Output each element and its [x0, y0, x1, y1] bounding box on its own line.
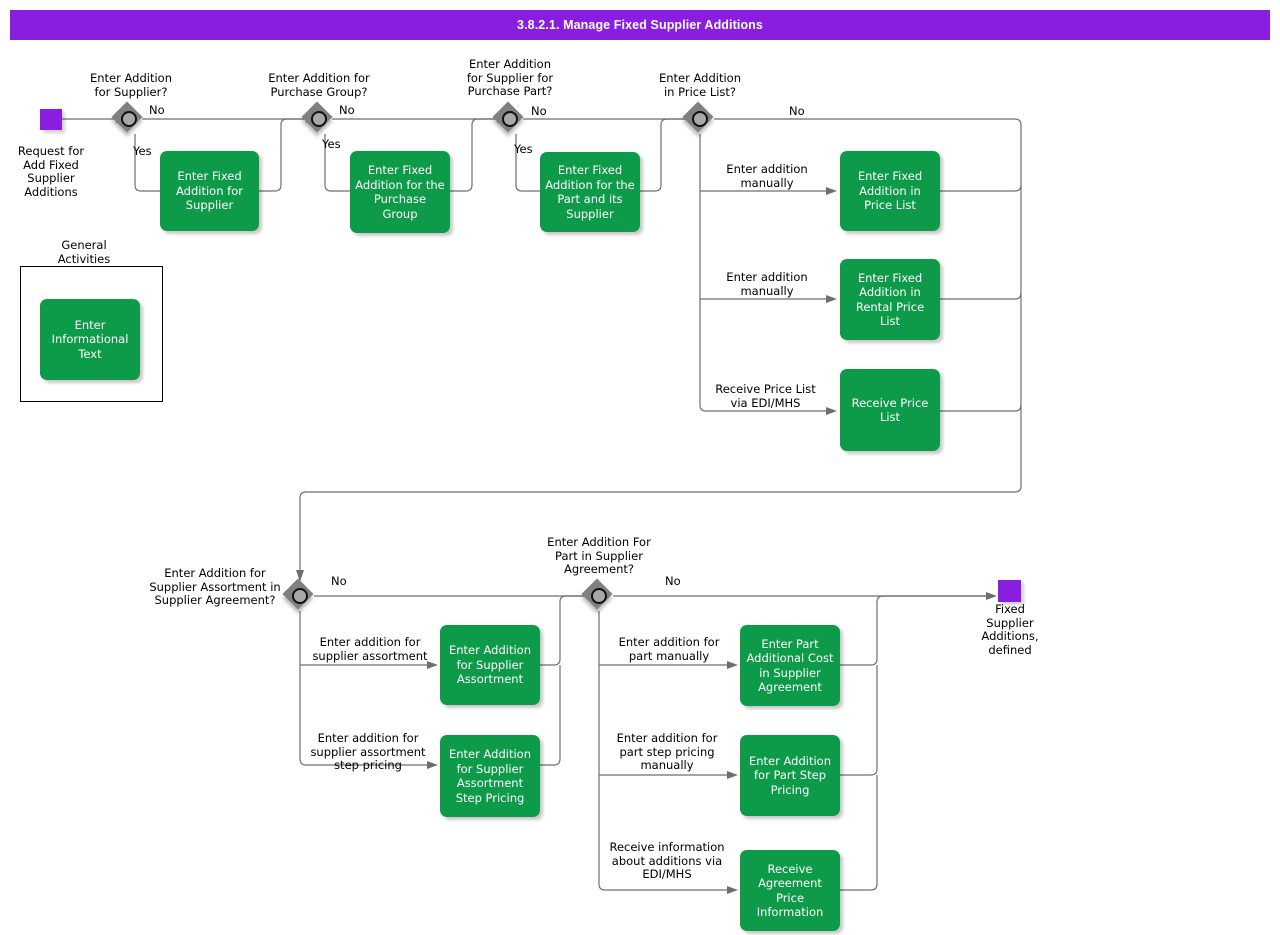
- decision-4[interactable]: [682, 101, 715, 134]
- decision-6-label: Enter Addition For Part in Supplier Agre…: [547, 535, 651, 576]
- decision-1-yes-label: Yes: [133, 144, 152, 158]
- decision-6-no-label: No: [665, 574, 681, 588]
- edge-label-enter-addition-for-supplier-assortment-step-pricing: Enter addition for supplier assortment s…: [310, 731, 426, 772]
- edge-label-enter-addition-for-part-manually: Enter addition for part manually: [618, 635, 720, 663]
- decision-5[interactable]: [282, 578, 315, 611]
- edge-label-receive-information-about-additions-via-edi-mhs: Receive information about additions via …: [609, 840, 725, 881]
- end-node-label: Fixed Supplier Additions, defined: [981, 602, 1039, 657]
- decision-ring-icon: [292, 588, 308, 604]
- page-title-bar: 3.8.2.1. Manage Fixed Supplier Additions: [10, 10, 1270, 40]
- start-node-label: Request for Add Fixed Supplier Additions: [17, 144, 85, 199]
- decision-2[interactable]: [301, 101, 334, 134]
- activity-enter-informational-text[interactable]: Enter Informational Text: [40, 299, 140, 380]
- activity-enter-fixed-addition-for-the-purchase-group[interactable]: Enter Fixed Addition for the Purchase Gr…: [350, 151, 450, 233]
- end-node[interactable]: [998, 580, 1021, 602]
- activity-enter-fixed-addition-for-supplier[interactable]: Enter Fixed Addition for Supplier: [160, 151, 259, 231]
- decision-3[interactable]: [492, 101, 525, 134]
- edge-label-enter-addition-for-supplier-assortment: Enter addition for supplier assortment: [312, 635, 428, 663]
- edge-label-receive-price-list-via-edi-mhs: Receive Price List via EDI/MHS: [715, 382, 816, 410]
- activity-enter-fixed-addition-for-the-part-and-its-supplier[interactable]: Enter Fixed Addition for the Part and it…: [540, 152, 640, 232]
- activity-enter-addition-for-supplier-assortment-step-pricing[interactable]: Enter Addition for Supplier Assortment S…: [440, 735, 540, 817]
- activity-enter-fixed-addition-in-rental-price-list[interactable]: Enter Fixed Addition in Rental Price Lis…: [840, 259, 940, 340]
- decision-3-yes-label: Yes: [514, 142, 533, 156]
- decision-ring-icon: [502, 111, 518, 127]
- decision-2-yes-label: Yes: [322, 137, 341, 151]
- decision-6[interactable]: [581, 578, 614, 611]
- decision-ring-icon: [311, 111, 327, 127]
- decision-4-no-label: No: [789, 104, 805, 118]
- page-title: 3.8.2.1. Manage Fixed Supplier Additions: [517, 18, 763, 32]
- decision-2-no-label: No: [339, 103, 355, 117]
- general-activities-label: General Activities: [57, 238, 111, 266]
- decision-1-no-label: No: [149, 103, 165, 117]
- decision-5-label: Enter Addition for Supplier Assortment i…: [149, 566, 281, 607]
- decision-1-label: Enter Addition for Supplier?: [89, 71, 172, 99]
- decision-2-label: Enter Addition for Purchase Group?: [268, 71, 370, 99]
- decision-1[interactable]: [111, 101, 144, 134]
- start-node[interactable]: [40, 109, 62, 130]
- activity-enter-part-additional-cost-in-supplier-agreement[interactable]: Enter Part Additional Cost in Supplier A…: [740, 625, 840, 706]
- decision-3-label: Enter Addition for Supplier for Purchase…: [466, 57, 554, 98]
- activity-enter-fixed-addition-in-price-list[interactable]: Enter Fixed Addition in Price List: [840, 151, 940, 231]
- activity-receive-agreement-price-information[interactable]: Receive Agreement Price Information: [740, 850, 840, 931]
- edge-label-enter-addition-manually-1: Enter addition manually: [726, 162, 808, 190]
- decision-3-no-label: No: [531, 104, 547, 118]
- decision-5-no-label: No: [331, 574, 347, 588]
- edge-label-enter-addition-for-part-step-pricing-manually: Enter addition for part step pricing man…: [616, 731, 718, 772]
- decision-ring-icon: [591, 588, 607, 604]
- decision-ring-icon: [121, 111, 137, 127]
- activity-enter-addition-for-part-step-pricing[interactable]: Enter Addition for Part Step Pricing: [740, 735, 840, 816]
- edge-label-enter-addition-manually-2: Enter addition manually: [726, 270, 808, 298]
- decision-4-label: Enter Addition in Price List?: [658, 71, 741, 99]
- activity-enter-addition-for-supplier-assortment[interactable]: Enter Addition for Supplier Assortment: [440, 625, 540, 705]
- activity-receive-price-list[interactable]: Receive Price List: [840, 369, 940, 451]
- general-activities-frame: [20, 266, 163, 402]
- decision-ring-icon: [692, 111, 708, 127]
